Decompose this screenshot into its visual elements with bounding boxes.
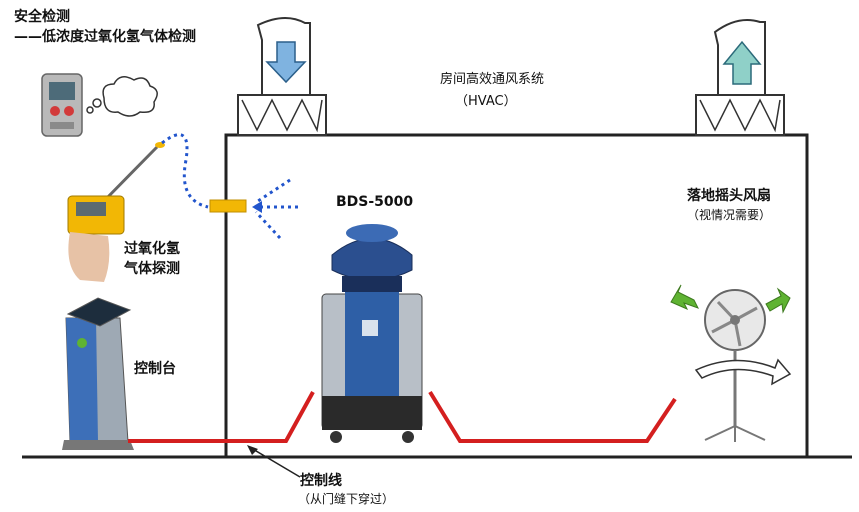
cable-room-segment <box>428 390 677 443</box>
fan-note: （视情况需要） <box>687 208 772 222</box>
cable-label: 控制线 <box>300 473 342 489</box>
device-label: BDS-5000 <box>336 194 414 210</box>
h2o2-probe-icon <box>67 142 165 282</box>
probe-tube <box>161 133 209 209</box>
room-outline <box>224 133 809 457</box>
cable-leader-line <box>250 447 301 478</box>
arrow-down-icon <box>265 41 307 84</box>
hvac-abbr: （HVAC） <box>455 94 517 109</box>
cable-note: （从门缝下穿过） <box>298 492 395 506</box>
control-cable <box>128 391 315 443</box>
title-sub: ——低浓度过氧化氢气体检测 <box>14 29 196 45</box>
h2o2-meter-icon <box>41 73 83 137</box>
hvac-label: 房间高效通风系统 <box>440 72 545 87</box>
console-label: 控制台 <box>134 361 176 377</box>
probe-label-line1: 过氧化氢 <box>124 241 180 257</box>
fan-arrow-right-icon <box>765 287 791 314</box>
thought-cloud-icon <box>86 76 158 117</box>
wall-sensor <box>209 199 247 213</box>
bds-5000-device <box>321 224 423 443</box>
probe-label-line2: 气体探测 <box>124 261 180 277</box>
leader-arrowhead-icon <box>247 445 258 455</box>
rotation-arrow-icon <box>694 358 792 386</box>
arrow-up-icon <box>722 40 762 85</box>
airflow-in-arrows <box>254 178 298 240</box>
arrowhead-icon <box>252 201 262 213</box>
fan-label: 落地摇头风扇 <box>687 188 771 204</box>
fan-arrow-left-icon <box>670 284 700 311</box>
title-main: 安全检测 <box>14 9 70 25</box>
control-console <box>62 297 134 450</box>
